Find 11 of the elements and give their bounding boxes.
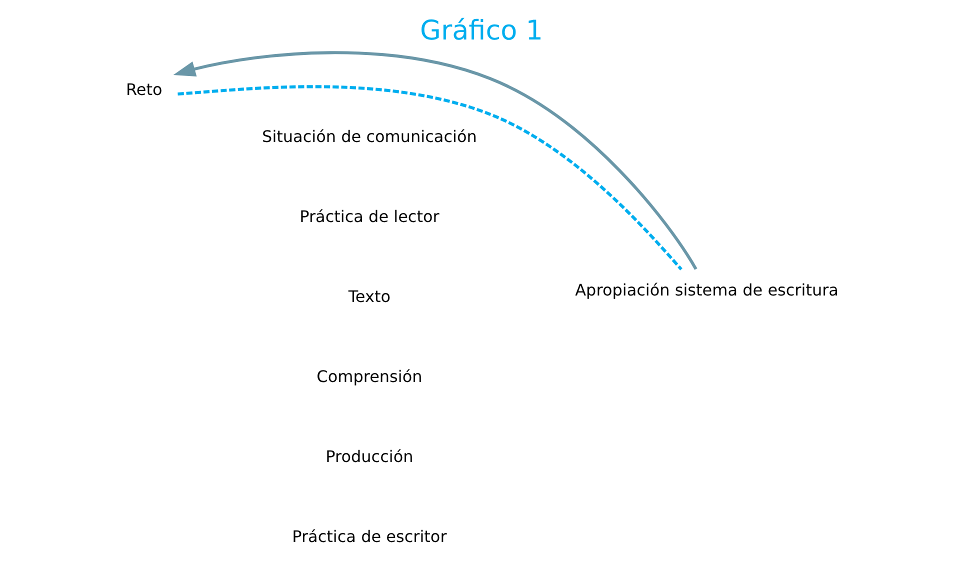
diagram-title: Gráfico 1 xyxy=(419,16,543,47)
label: Situación de comunicación xyxy=(262,126,476,146)
connector xyxy=(177,85,682,270)
label: Producción xyxy=(325,446,413,466)
arrow xyxy=(172,51,697,270)
label: Comprensión xyxy=(316,366,422,386)
label: Texto xyxy=(348,286,390,306)
label: Práctica de lector xyxy=(299,206,439,226)
node-text: Reto xyxy=(126,80,162,100)
node-text: Apropiación sistema de escritura xyxy=(574,280,838,300)
label: Práctica de escritor xyxy=(292,526,446,546)
